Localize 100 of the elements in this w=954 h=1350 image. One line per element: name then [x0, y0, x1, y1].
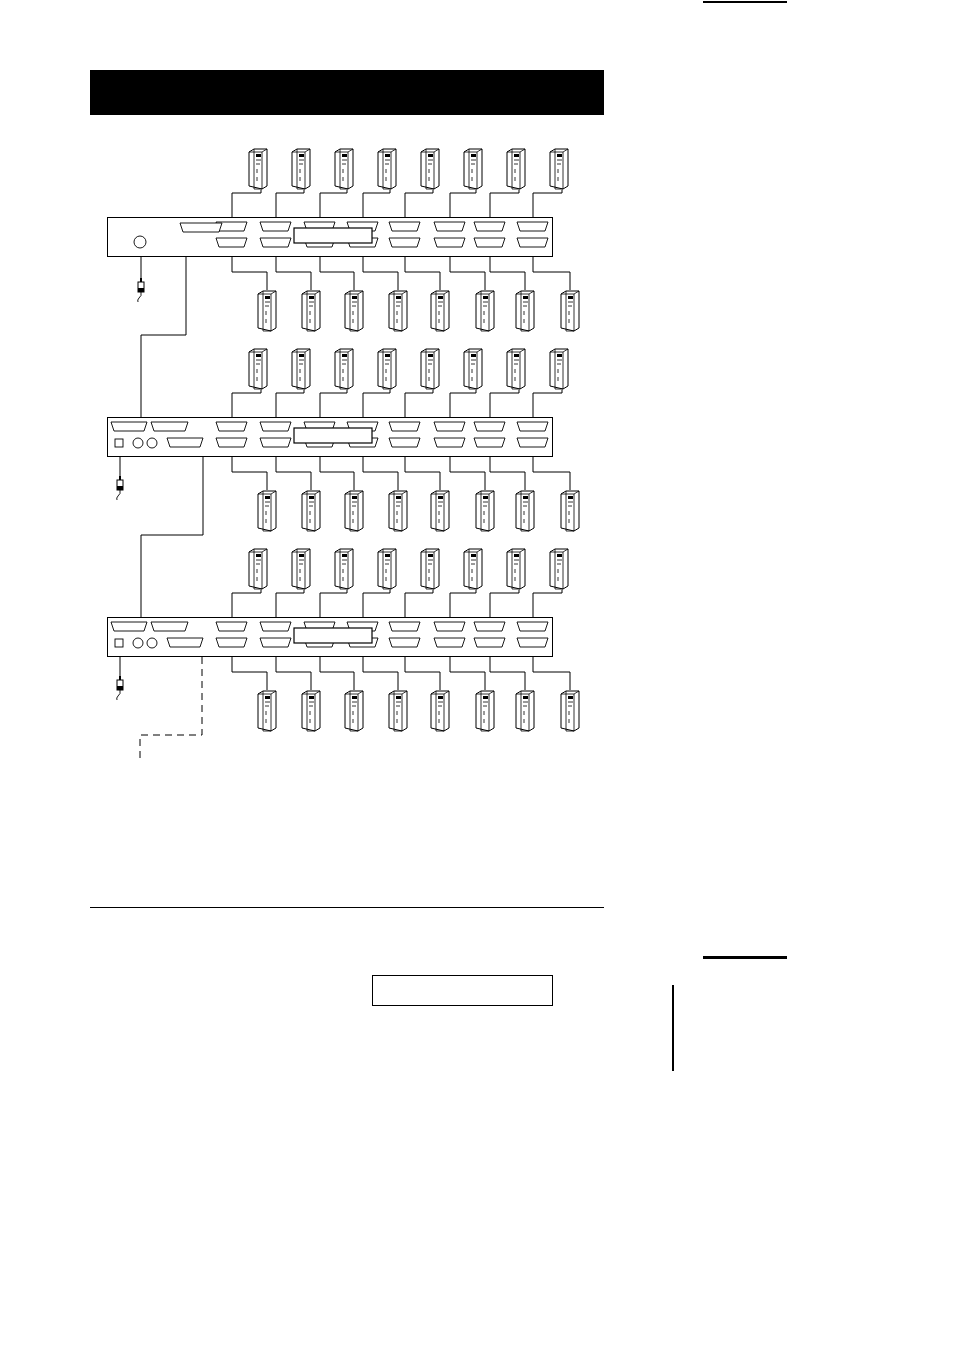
computer-tower-icon	[388, 690, 408, 732]
computer-tower-icon	[377, 148, 397, 190]
computer-tower-icon	[344, 490, 364, 532]
cable	[140, 456, 204, 618]
cable	[231, 656, 268, 691]
cable	[319, 456, 355, 491]
kvm-switch	[107, 417, 553, 457]
cable	[404, 656, 441, 691]
computer-tower-icon	[515, 490, 535, 532]
cable	[275, 656, 312, 691]
computer-tower-icon	[560, 490, 580, 532]
computer-tower-icon	[463, 348, 483, 390]
cable	[449, 256, 486, 291]
cable	[532, 589, 563, 618]
kvm-switch	[107, 617, 553, 657]
computer-tower-icon	[506, 148, 526, 190]
computer-tower-icon	[506, 548, 526, 590]
cable	[404, 589, 434, 618]
computer-tower-icon	[301, 690, 321, 732]
cable	[231, 589, 262, 618]
cable	[275, 456, 312, 491]
computer-tower-icon	[475, 690, 495, 732]
cable	[404, 456, 441, 491]
computer-tower-icon	[257, 290, 277, 332]
computer-tower-icon	[388, 290, 408, 332]
cable	[231, 389, 262, 418]
computer-tower-icon	[257, 690, 277, 732]
cable	[449, 189, 477, 218]
cable	[231, 456, 268, 491]
computer-tower-icon	[344, 290, 364, 332]
computer-tower-icon	[388, 490, 408, 532]
cable	[362, 456, 399, 491]
computer-tower-icon	[248, 548, 268, 590]
computer-tower-icon	[549, 148, 569, 190]
computer-tower-icon	[291, 548, 311, 590]
computer-tower-icon	[463, 548, 483, 590]
cable	[319, 656, 355, 691]
cable	[319, 189, 348, 218]
computer-tower-icon	[301, 290, 321, 332]
cable	[119, 456, 121, 477]
computer-tower-icon	[248, 348, 268, 390]
computer-tower-icon	[344, 690, 364, 732]
cable	[532, 456, 571, 491]
cable	[362, 389, 391, 418]
cable	[449, 456, 486, 491]
cable	[319, 389, 348, 418]
computer-tower-icon	[475, 290, 495, 332]
cable	[489, 256, 526, 291]
cable	[140, 256, 187, 418]
computer-tower-icon	[506, 348, 526, 390]
cable	[532, 389, 563, 418]
cable	[319, 256, 355, 291]
computer-tower-icon	[377, 548, 397, 590]
computer-tower-icon	[430, 690, 450, 732]
computer-tower-icon	[560, 690, 580, 732]
computer-tower-icon	[549, 548, 569, 590]
computer-tower-icon	[334, 548, 354, 590]
computer-tower-icon	[430, 490, 450, 532]
cable	[489, 189, 520, 218]
computer-tower-icon	[463, 148, 483, 190]
computer-tower-icon	[257, 490, 277, 532]
cable	[489, 456, 526, 491]
dashed-cable	[139, 656, 203, 761]
cable	[362, 189, 391, 218]
cable	[140, 256, 142, 279]
computer-tower-icon	[549, 348, 569, 390]
cable	[275, 256, 312, 291]
computer-tower-icon	[291, 348, 311, 390]
cable	[275, 389, 305, 418]
cable	[489, 389, 520, 418]
computer-tower-icon	[377, 348, 397, 390]
power-plug-icon	[115, 476, 125, 500]
cable	[404, 189, 434, 218]
power-plug-icon	[136, 278, 146, 302]
cable	[532, 656, 571, 691]
cable	[362, 656, 399, 691]
cable	[532, 256, 571, 291]
computer-tower-icon	[430, 290, 450, 332]
cable	[362, 256, 399, 291]
computer-tower-icon	[560, 290, 580, 332]
cable	[404, 256, 441, 291]
cable	[275, 189, 305, 218]
cable	[449, 589, 477, 618]
cable	[362, 589, 391, 618]
cable	[532, 189, 563, 218]
computer-tower-icon	[420, 348, 440, 390]
cable	[404, 389, 434, 418]
cable	[119, 656, 121, 677]
cable	[231, 256, 268, 291]
cable	[489, 589, 520, 618]
computer-tower-icon	[420, 148, 440, 190]
computer-tower-icon	[515, 690, 535, 732]
cable	[449, 656, 486, 691]
computer-tower-icon	[334, 348, 354, 390]
computer-tower-icon	[420, 548, 440, 590]
computer-tower-icon	[515, 290, 535, 332]
computer-tower-icon	[301, 490, 321, 532]
computer-tower-icon	[475, 490, 495, 532]
computer-tower-icon	[248, 148, 268, 190]
computer-tower-icon	[334, 148, 354, 190]
